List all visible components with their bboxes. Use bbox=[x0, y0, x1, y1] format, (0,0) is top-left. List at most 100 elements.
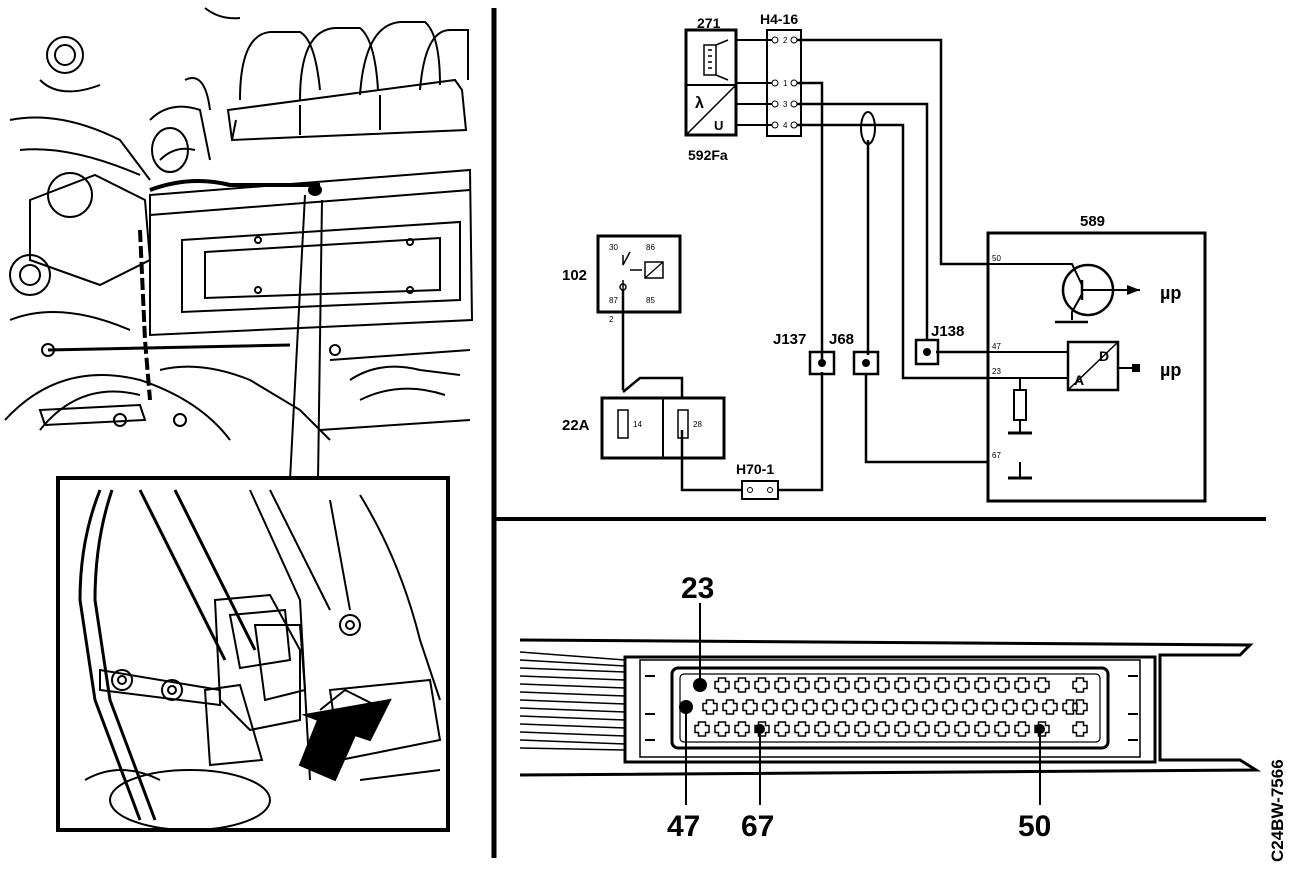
connector-pin bbox=[702, 699, 718, 715]
relay-pin-30: 30 bbox=[609, 243, 618, 252]
connector-pin bbox=[1014, 721, 1030, 737]
connector-pin bbox=[754, 721, 770, 737]
pin-grid bbox=[694, 677, 1088, 737]
connector-pin bbox=[762, 699, 778, 715]
converter-a-label: A bbox=[1074, 372, 1084, 388]
connector-pin bbox=[994, 677, 1010, 693]
connector-pin bbox=[1072, 677, 1088, 693]
connector-pin bbox=[822, 699, 838, 715]
connector-pin bbox=[862, 699, 878, 715]
connector-pin bbox=[894, 721, 910, 737]
connector-h4-16: H4-16 2 1 3 4 bbox=[736, 11, 802, 137]
lambda-u-label: U bbox=[714, 118, 723, 133]
connector-pin bbox=[714, 721, 730, 737]
lambda-sensor-block: 271 592Fa λ U bbox=[684, 15, 738, 163]
connector-pin bbox=[954, 721, 970, 737]
connector-pin bbox=[1014, 677, 1030, 693]
connector-pin bbox=[794, 721, 810, 737]
connector-pin bbox=[802, 699, 818, 715]
junction-j137-label: J137 bbox=[773, 331, 806, 348]
connector-h4-label: H4-16 bbox=[760, 11, 798, 27]
ecu-589: 589 50 47 23 67 µp D A µp bbox=[986, 213, 1207, 503]
connector-pin bbox=[794, 677, 810, 693]
connector-pin bbox=[842, 699, 858, 715]
fuse-box-label: 22A bbox=[562, 417, 590, 434]
ecu-connector-view: 23 47 67 50 bbox=[519, 572, 1262, 843]
connector-h70-1: H70-1 bbox=[736, 461, 779, 500]
connector-pin bbox=[934, 677, 950, 693]
connector-pin bbox=[854, 721, 870, 737]
connector-pin bbox=[774, 677, 790, 693]
relay-102: 102 30 86 87 85 2 bbox=[562, 234, 682, 324]
h4-pin-1: 1 bbox=[783, 79, 788, 88]
engine-bay-illustration bbox=[4, 7, 474, 481]
h4-pin-4: 4 bbox=[783, 121, 788, 130]
wires bbox=[621, 38, 988, 492]
h4-pin-3: 3 bbox=[783, 100, 788, 109]
connector-pin bbox=[974, 677, 990, 693]
connector-pin bbox=[722, 699, 738, 715]
ecu-output-top: µp bbox=[1160, 283, 1181, 303]
figure-code: C24BW-7566 bbox=[1268, 759, 1287, 862]
pin-label-50: 50 bbox=[1018, 810, 1051, 843]
connector-h70-label: H70-1 bbox=[736, 461, 774, 477]
connector-pin bbox=[774, 721, 790, 737]
lambda-sensor-label: 592Fa bbox=[688, 147, 728, 163]
relay-pin-86: 86 bbox=[646, 243, 655, 252]
connector-pin bbox=[782, 699, 798, 715]
connector-pin bbox=[854, 677, 870, 693]
connector-pin bbox=[1034, 721, 1050, 737]
connector-pin bbox=[894, 677, 910, 693]
connector-pin bbox=[994, 721, 1010, 737]
connector-pin bbox=[834, 677, 850, 693]
connector-pin bbox=[1034, 677, 1050, 693]
ecu-pin-67: 67 bbox=[992, 451, 1001, 460]
connector-pin bbox=[714, 677, 730, 693]
junction-j68-label: J68 bbox=[829, 331, 854, 348]
fuse-14-label: 14 bbox=[633, 420, 642, 429]
connector-pin bbox=[874, 721, 890, 737]
relay-pin-2: 2 bbox=[609, 315, 614, 324]
connector-inset bbox=[56, 476, 450, 832]
fuse-28-label: 28 bbox=[693, 420, 702, 429]
relay-pin-87: 87 bbox=[609, 296, 618, 305]
connector-pin bbox=[914, 721, 930, 737]
pin-label-23: 23 bbox=[681, 572, 714, 605]
connector-pin bbox=[814, 721, 830, 737]
panel-dividers bbox=[491, 8, 1266, 858]
connector-pin bbox=[1072, 699, 1088, 715]
wiring-schematic: 271 592Fa λ U H4-16 2 1 3 4 bbox=[562, 11, 1207, 503]
connector-pin bbox=[974, 721, 990, 737]
connector-pin bbox=[962, 699, 978, 715]
converter-d-label: D bbox=[1099, 348, 1109, 364]
connector-pin bbox=[734, 721, 750, 737]
sensor-label: 271 bbox=[697, 15, 721, 31]
connector-pin bbox=[1042, 699, 1058, 715]
fuse-box-22a: 22A 14 28 bbox=[562, 396, 726, 460]
ecu-output-bottom: µp bbox=[1160, 360, 1181, 380]
pin-label-67: 67 bbox=[741, 810, 774, 843]
connector-pin bbox=[814, 677, 830, 693]
ecu-pin-23: 23 bbox=[992, 367, 1001, 376]
connector-pin bbox=[934, 721, 950, 737]
relay-pin-85: 85 bbox=[646, 296, 655, 305]
relay-label: 102 bbox=[562, 267, 587, 284]
connector-pin bbox=[1072, 721, 1088, 737]
pin-label-47: 47 bbox=[667, 810, 700, 843]
connector-pin bbox=[1022, 699, 1038, 715]
connector-pin bbox=[1062, 699, 1078, 715]
connector-pin bbox=[954, 677, 970, 693]
connector-pin bbox=[1002, 699, 1018, 715]
junction-j138-label: J138 bbox=[931, 323, 964, 340]
cable-shield-icon bbox=[860, 111, 876, 145]
connector-pin bbox=[914, 677, 930, 693]
connector-pin bbox=[742, 699, 758, 715]
connector-pin bbox=[922, 699, 938, 715]
lambda-symbol: λ bbox=[695, 95, 704, 112]
connector-pin bbox=[734, 677, 750, 693]
connector-pin bbox=[754, 677, 770, 693]
ecu-label: 589 bbox=[1080, 213, 1105, 230]
h4-pin-2: 2 bbox=[783, 36, 788, 45]
connector-pin bbox=[874, 677, 890, 693]
